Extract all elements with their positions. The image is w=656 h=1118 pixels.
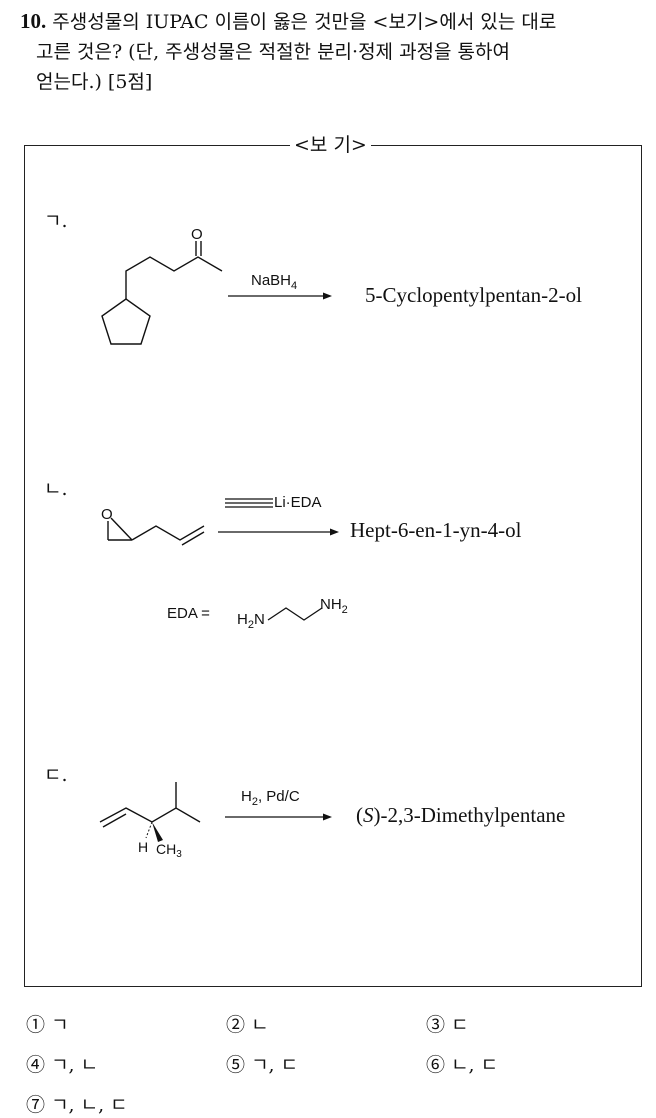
- product-b: Hept-6-en-1-yn-4-ol: [350, 518, 522, 542]
- item-label-c: ㄷ.: [44, 764, 68, 786]
- product-a: 5-Cyclopentylpentan-2-ol: [365, 283, 582, 307]
- choice-5[interactable]: ⑤ ㄱ, ㄷ: [226, 1050, 298, 1077]
- product-c-prefix: (: [356, 803, 363, 827]
- atom-h: H: [138, 839, 148, 855]
- choice-6[interactable]: ⑥ ㄴ, ㄷ: [426, 1050, 498, 1077]
- eda-label: EDA =: [167, 605, 210, 622]
- question-stem: 10. 주생성물의 IUPAC 이름이 옳은 것만을 <보기>에서 있는 대로 …: [20, 6, 646, 97]
- atom-o-epoxide: O: [101, 506, 113, 523]
- reaction-arrow-a: [228, 292, 332, 300]
- question-line-1: 10. 주생성물의 IUPAC 이름이 옳은 것만을 <보기>에서 있는 대로: [20, 6, 646, 37]
- reagent-a: NaBH4: [251, 272, 298, 292]
- reagent-b: Li·EDA: [274, 494, 322, 511]
- choice-3[interactable]: ③ ㄷ: [426, 1010, 469, 1037]
- choice-4[interactable]: ④ ㄱ, ㄴ: [26, 1050, 98, 1077]
- choice-2-num: ②: [226, 1014, 246, 1036]
- choice-7-text: ㄱ, ㄴ, ㄷ: [51, 1094, 128, 1116]
- choice-4-num: ④: [26, 1054, 46, 1076]
- structure-epoxide: O: [101, 506, 205, 546]
- choice-1-text: ㄱ: [51, 1014, 69, 1036]
- structure-alkene: H CH3: [99, 782, 201, 860]
- question-text-1: 주생성물의 IUPAC 이름이 옳은 것만을 <보기>에서 있는 대로: [52, 11, 557, 33]
- choice-3-num: ③: [426, 1014, 446, 1036]
- structure-ketone: O: [101, 226, 223, 345]
- atom-ch3: CH3: [156, 841, 182, 860]
- reaction-arrow-b: [218, 528, 339, 536]
- choice-7-num: ⑦: [26, 1094, 46, 1116]
- choice-2-text: ㄴ: [251, 1014, 269, 1036]
- eda-nh2: NH2: [320, 596, 348, 616]
- choice-5-num: ⑤: [226, 1054, 246, 1076]
- item-label-a: ㄱ.: [44, 210, 68, 232]
- atom-o-ketone: O: [191, 226, 203, 243]
- question-line-3: 얻는다.) [5점]: [36, 71, 153, 93]
- product-c-stereo: S: [363, 803, 374, 827]
- choice-7[interactable]: ⑦ ㄱ, ㄴ, ㄷ: [26, 1090, 128, 1117]
- reagent-c: H2, Pd/C: [241, 788, 300, 808]
- item-label-b: ㄴ.: [44, 478, 68, 500]
- choice-1[interactable]: ① ㄱ: [26, 1010, 69, 1037]
- eda-structure: [267, 607, 323, 621]
- choice-5-text: ㄱ, ㄷ: [251, 1054, 299, 1076]
- bogi-title: <보 기>: [290, 131, 371, 159]
- reaction-arrow-c: [225, 813, 332, 821]
- choice-4-text: ㄱ, ㄴ: [51, 1054, 99, 1076]
- choice-2[interactable]: ② ㄴ: [226, 1010, 269, 1037]
- alkyne-symbol: [225, 498, 273, 508]
- question-number: 10.: [20, 9, 47, 33]
- eda-h2n: H2N: [237, 611, 265, 631]
- choice-6-num: ⑥: [426, 1054, 446, 1076]
- choice-6-text: ㄴ, ㄷ: [451, 1054, 499, 1076]
- product-c-rest: )-2,3-Dimethylpentane: [373, 803, 566, 827]
- choice-3-text: ㄷ: [451, 1014, 469, 1036]
- product-c: (S)-2,3-Dimethylpentane: [356, 803, 565, 828]
- question-line-2: 고른 것은? (단, 주생성물은 적절한 분리·정제 과정을 통하여: [36, 41, 510, 63]
- choice-1-num: ①: [26, 1014, 46, 1036]
